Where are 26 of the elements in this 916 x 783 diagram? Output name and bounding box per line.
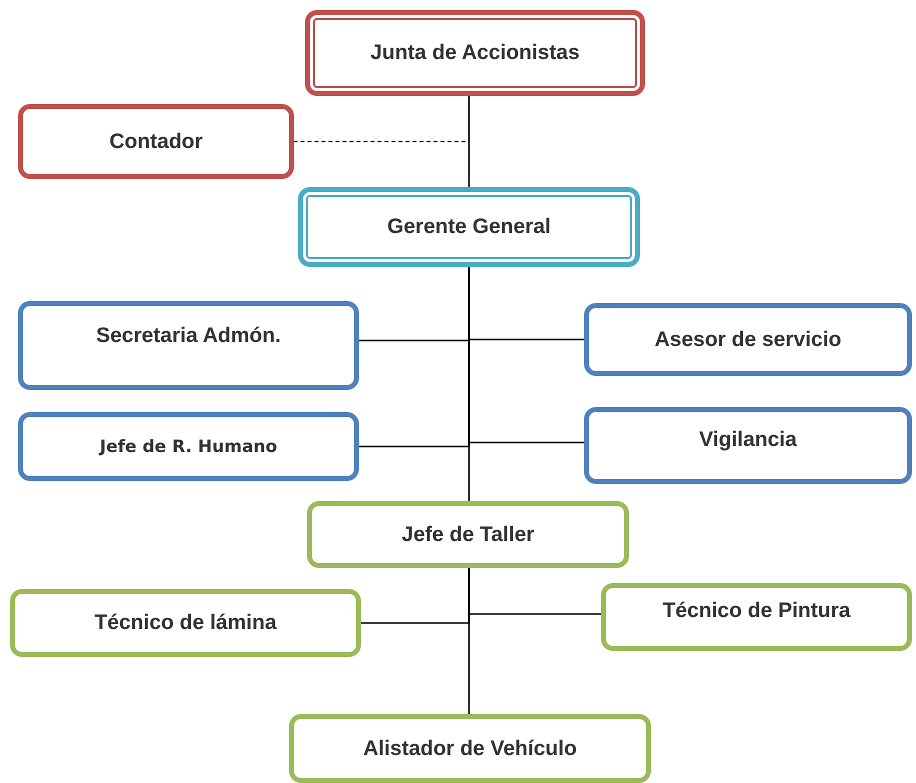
role-label: Contador bbox=[109, 130, 203, 154]
role-label: Secretaria Admón. bbox=[96, 324, 281, 348]
dashed-connector bbox=[294, 96, 470, 142]
org-box bbox=[289, 714, 651, 783]
org-box bbox=[298, 187, 640, 267]
connector-line bbox=[468, 96, 470, 187]
connector-line bbox=[468, 568, 470, 714]
role-label: Jefe de Taller bbox=[402, 522, 534, 546]
connector-line bbox=[468, 267, 470, 501]
role-label: Técnico de lámina bbox=[94, 611, 277, 635]
role-label: Técnico de Pintura bbox=[662, 599, 850, 623]
role-label: Asesor de servicio bbox=[654, 328, 842, 352]
org-box bbox=[307, 501, 629, 568]
org-box bbox=[601, 583, 912, 651]
org-box bbox=[18, 104, 294, 179]
org-box bbox=[18, 301, 359, 390]
role-label: Vigilancia bbox=[699, 428, 797, 452]
role-label: Junta de Accionistas bbox=[370, 41, 580, 65]
org-box bbox=[10, 589, 361, 657]
role-label: Gerente General bbox=[387, 215, 551, 239]
org-box bbox=[584, 407, 912, 484]
org-box bbox=[18, 412, 359, 481]
org-box bbox=[305, 10, 645, 96]
role-label: Jefe de R. Humano bbox=[100, 436, 278, 456]
org-box bbox=[584, 303, 912, 376]
role-label: Alistador de Vehículo bbox=[363, 736, 577, 760]
